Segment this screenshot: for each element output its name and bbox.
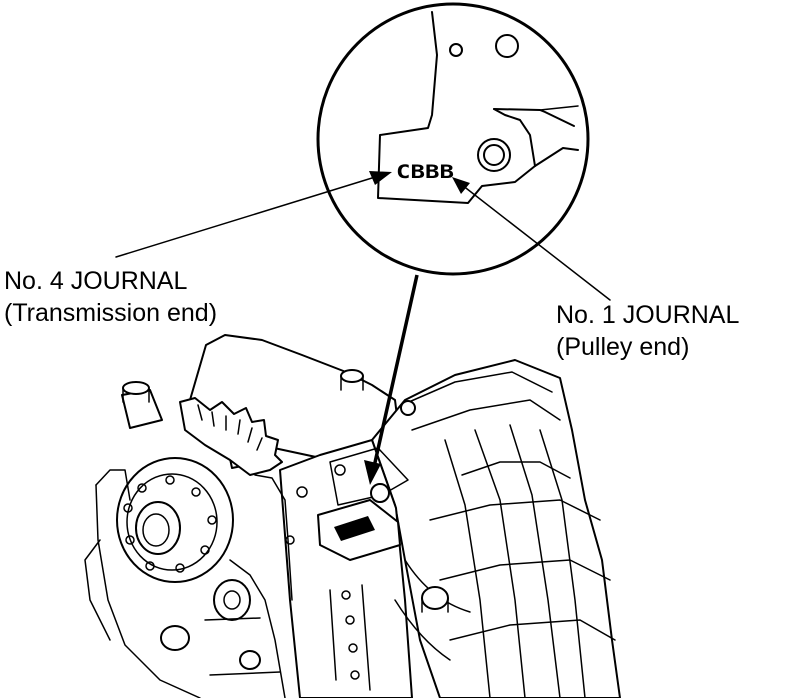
engine-block bbox=[84, 334, 621, 698]
no1-arrowhead bbox=[452, 177, 470, 194]
journal-code-label: CBBB bbox=[396, 161, 454, 183]
crank-pulley bbox=[116, 457, 234, 583]
no4-journal-label: No. 4 JOURNAL bbox=[4, 267, 187, 295]
no4-journal-sublabel: (Transmission end) bbox=[4, 299, 217, 327]
no4-arrowhead bbox=[369, 171, 392, 185]
no1-leader-line bbox=[461, 184, 611, 301]
leader-lines bbox=[115, 171, 611, 485]
no1-journal-label: No. 1 JOURNAL bbox=[556, 301, 739, 329]
detail-arrowhead bbox=[364, 460, 381, 485]
no1-journal-sublabel: (Pulley end) bbox=[556, 333, 689, 361]
labels: No. 4 JOURNAL (Transmission end) No. 1 J… bbox=[4, 267, 739, 361]
magnified-detail: CBBB bbox=[316, 2, 590, 276]
detail-arrow-line bbox=[372, 274, 419, 468]
no4-leader-line bbox=[115, 177, 373, 258]
